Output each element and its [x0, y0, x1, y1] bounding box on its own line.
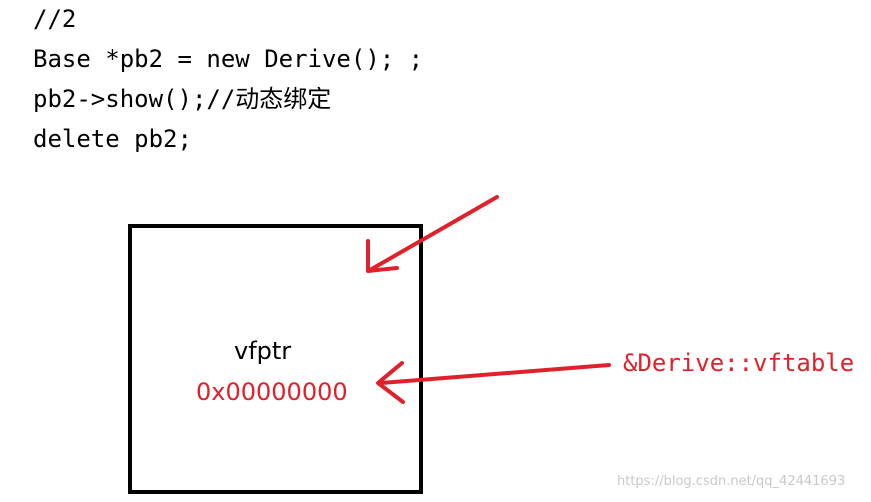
code-line-show-call: pb2->show();//动态绑定 — [33, 85, 332, 113]
vfptr-value: 0x00000000 — [196, 378, 348, 406]
watermark-text: https://blog.csdn.net/qq_42441693 — [617, 474, 846, 489]
code-line-new-derive: Base *pb2 = new Derive(); ; — [33, 45, 424, 73]
vfptr-label: vfptr — [234, 337, 292, 365]
code-line-delete: delete pb2; — [33, 125, 192, 153]
vftable-label: &Derive::vftable — [623, 349, 855, 377]
object-memory-box — [128, 224, 423, 494]
code-line-comment: //2 — [33, 5, 77, 33]
